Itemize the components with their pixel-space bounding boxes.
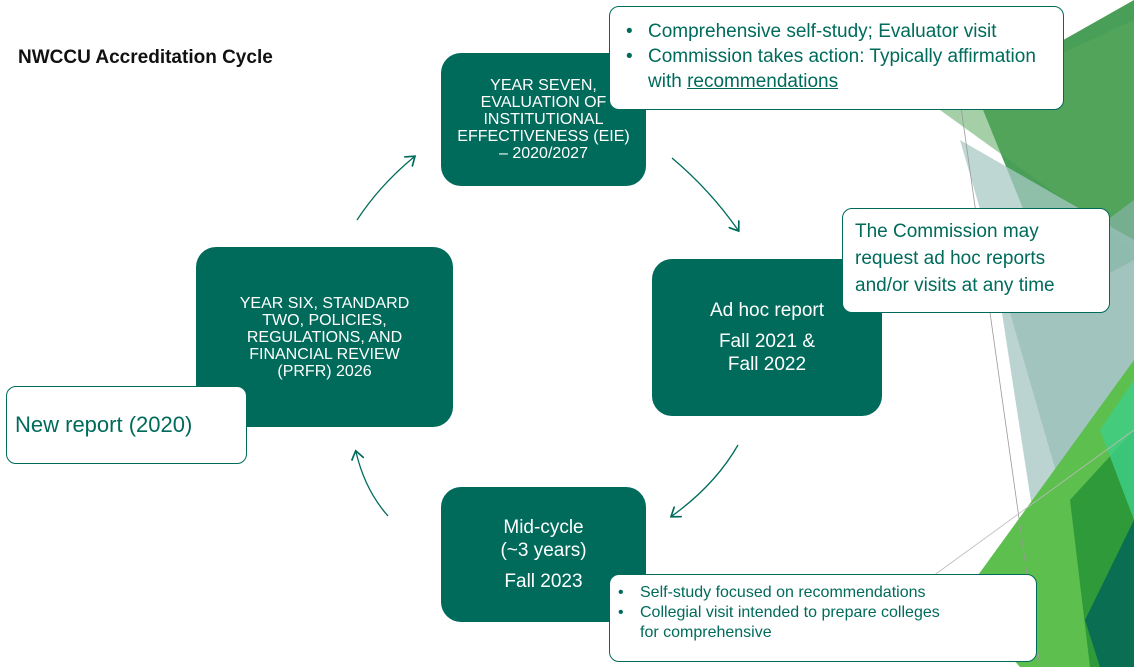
recommendations-link-text: recommendations: [687, 71, 839, 92]
new-report-text: New report (2020): [15, 412, 193, 437]
eie-callout-item: Commission takes action: Typically affir…: [620, 44, 1049, 94]
midcycle-dates: Fall 2023: [504, 571, 583, 592]
commission-callout: The Commission may request ad hoc report…: [842, 208, 1110, 313]
year-six-text: YEAR SIX, STANDARD TWO, POLICIES, REGULA…: [239, 294, 410, 380]
adhoc-label: Ad hoc report: [709, 300, 825, 321]
decor-line: [899, 429, 1134, 601]
year-seven-text: YEAR SEVEN, EVALUATION OF INSTITUTIONAL …: [457, 77, 630, 162]
adhoc-dates: Fall 2021 & Fall 2022: [718, 331, 816, 375]
cycle-arrow: [672, 444, 739, 516]
midcycle-label: Mid-cycle (~3 years): [500, 517, 587, 561]
eie-callout: Comprehensive self-study; Evaluator visi…: [609, 6, 1064, 110]
commission-callout-text: The Commission may request ad hoc report…: [855, 221, 1055, 296]
midcycle-callout: Self-study focused on recommendations Co…: [609, 574, 1037, 662]
decor-line: [959, 99, 1041, 667]
decor-facet: [1100, 380, 1134, 520]
cycle-arrow: [671, 157, 738, 230]
new-report-callout: New report (2020): [6, 386, 247, 464]
decor-facet: [1085, 520, 1134, 667]
eie-callout-item: Comprehensive self-study; Evaluator visi…: [620, 19, 1049, 44]
decor-facet: [940, 20, 1134, 250]
cycle-arrow: [356, 452, 389, 517]
cycle-arrow: [356, 157, 414, 221]
midcycle-callout-item: Self-study focused on recommendations: [612, 583, 1028, 603]
midcycle-callout-item: Collegial visit intended to prepare coll…: [612, 603, 1028, 643]
page-title: NWCCU Accreditation Cycle: [18, 47, 273, 68]
